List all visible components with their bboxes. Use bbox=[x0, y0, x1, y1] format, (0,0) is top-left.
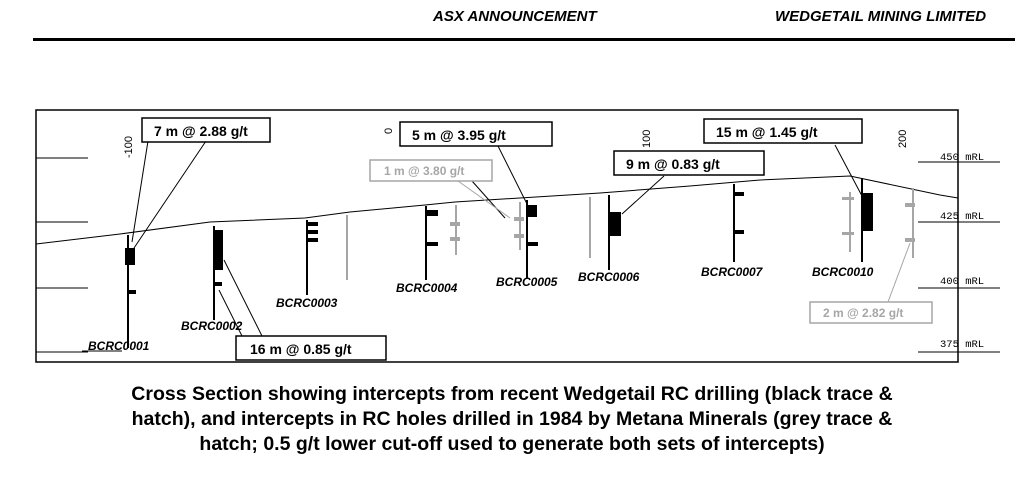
easting-tick-minus100: -100 bbox=[123, 136, 135, 158]
easting-tick-0: 0 bbox=[383, 128, 395, 134]
hole-label-bcrc0007: BCRC0007 bbox=[701, 265, 764, 279]
leader-lines-historic bbox=[457, 180, 911, 303]
drillhole-bcrc0002 bbox=[213, 226, 223, 320]
rl-label-450: 450 mRL bbox=[940, 152, 984, 164]
drillhole-bcrc0005 bbox=[514, 200, 538, 278]
easting-tick-200: 200 bbox=[897, 130, 909, 148]
callout-historic-2-text: 2 m @ 2.82 g/t bbox=[823, 306, 903, 320]
callout-historic-1: 1 m @ 3.80 g/t bbox=[369, 159, 493, 182]
section-frame bbox=[35, 109, 959, 363]
rl-reference-lines bbox=[36, 157, 1000, 353]
drillhole-bcrc0006 bbox=[589, 195, 621, 270]
hole-label-bcrc0005: BCRC0005 bbox=[496, 275, 558, 289]
hole-label-bcrc0010: BCRC0010 bbox=[812, 265, 874, 279]
callout-bcrc0010-text: 15 m @ 1.45 g/t bbox=[716, 124, 818, 140]
topography-line bbox=[35, 175, 959, 245]
callout-bcrc0006-text: 9 m @ 0.83 g/t bbox=[626, 156, 720, 172]
hole-label-bcrc0003: BCRC0003 bbox=[276, 296, 338, 310]
drillhole-bcrc0007 bbox=[733, 184, 744, 262]
caption-line-1: Cross Section showing intercepts from re… bbox=[131, 383, 893, 405]
drillhole-bcrc0001 bbox=[125, 235, 136, 348]
hole-label-bcrc0006: BCRC0006 bbox=[578, 270, 640, 284]
page-header: ASX ANNOUNCEMENT WEDGETAIL MINING LIMITE… bbox=[0, 8, 1024, 41]
leader-lines bbox=[82, 140, 863, 352]
caption-line-2: hatch), and intercepts in RC holes drill… bbox=[131, 408, 893, 430]
figure-caption: Cross Section showing intercepts from re… bbox=[20, 382, 1004, 457]
callout-bcrc0006: 9 m @ 0.83 g/t bbox=[613, 150, 765, 176]
easting-tick-100: 100 bbox=[641, 130, 653, 148]
callout-bcrc0002-text: 16 m @ 0.85 g/t bbox=[250, 341, 352, 357]
callout-bcrc0005: 5 m @ 3.95 g/t bbox=[399, 121, 553, 147]
hole-label-bcrc0001: BCRC0001 bbox=[88, 339, 150, 353]
header-rule bbox=[33, 38, 1015, 41]
header-announcement: ASX ANNOUNCEMENT bbox=[433, 8, 597, 25]
header-company: WEDGETAIL MINING LIMITED bbox=[775, 8, 987, 25]
callout-bcrc0010: 15 m @ 1.45 g/t bbox=[703, 118, 863, 144]
rl-label-375: 375 mRL bbox=[940, 339, 984, 351]
drillhole-bcrc0010 bbox=[842, 178, 915, 262]
callout-bcrc0002: 16 m @ 0.85 g/t bbox=[235, 335, 387, 361]
hole-label-bcrc0002: BCRC0002 bbox=[181, 319, 243, 333]
rl-label-425: 425 mRL bbox=[940, 211, 984, 223]
callout-bcrc0005-text: 5 m @ 3.95 g/t bbox=[412, 127, 506, 143]
callout-historic-1-text: 1 m @ 3.80 g/t bbox=[384, 164, 464, 178]
rl-label-400: 400 mRL bbox=[940, 276, 984, 288]
drillhole-bcrc0003 bbox=[306, 215, 348, 295]
drillhole-bcrc0004 bbox=[425, 205, 460, 280]
callout-historic-2: 2 m @ 2.82 g/t bbox=[809, 301, 933, 324]
callout-bcrc0001: 7 m @ 2.88 g/t bbox=[141, 117, 271, 143]
hole-label-bcrc0004: BCRC0004 bbox=[396, 281, 458, 295]
caption-line-3: hatch; 0.5 g/t lower cut-off used to gen… bbox=[199, 433, 825, 455]
cross-section-figure: 450 mRL 425 mRL 400 mRL 375 mRL -100 0 1… bbox=[35, 109, 1000, 363]
callout-bcrc0001-text: 7 m @ 2.88 g/t bbox=[154, 123, 248, 139]
